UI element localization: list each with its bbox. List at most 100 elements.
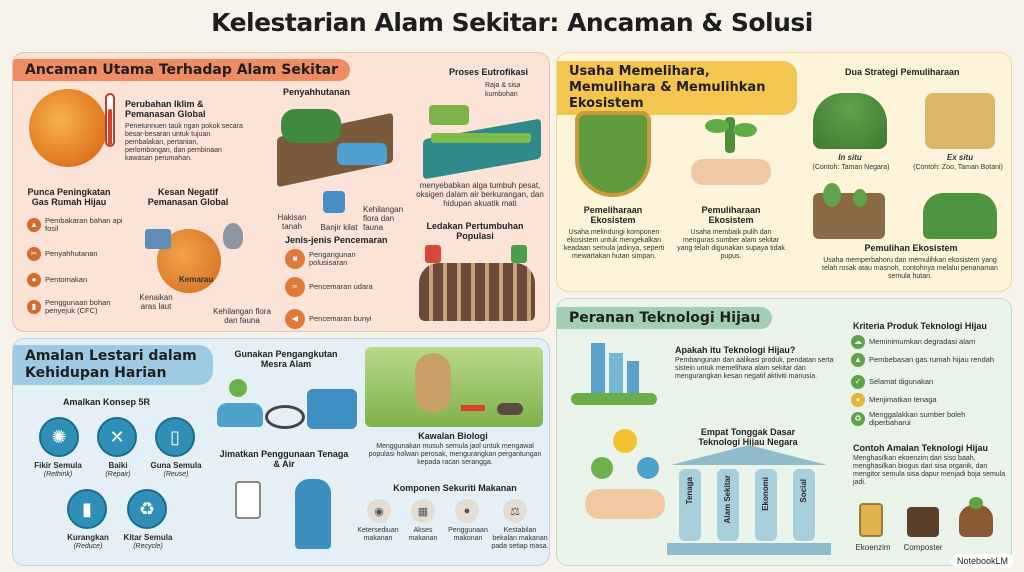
transport-title: Gunakan Pengangkutan Mesra Alam: [234, 349, 338, 369]
temple-roof: [671, 445, 827, 465]
what-title: Apakah itu Teknologi Hijau?: [675, 345, 796, 355]
brain-icon: ✺: [39, 417, 79, 457]
pollution-item: ■Pengangunan polusisaran: [285, 249, 395, 269]
melting-earth-icon: [29, 89, 107, 167]
restore-text: Usaha memperbahoru dan memulihkan ekosis…: [822, 257, 998, 280]
preserve-text: Usaha melindungi komponen ekosistem untu…: [563, 229, 665, 260]
factory-icon: ▲: [27, 218, 41, 232]
notebooklm-logo: NotebookLM: [950, 554, 1014, 568]
replant-icon: [813, 183, 885, 239]
conservation-banner: Usaha Memelihara, Memulihara & Memulihka…: [557, 61, 797, 115]
example-text: Menghasilkan ekoenzim dari siso baah, me…: [853, 455, 1006, 486]
shield-icon: [575, 111, 651, 197]
r-reduce: Kurangkan(Reduce): [67, 533, 109, 550]
preserve-title: Pemeliharaan Ekosistem: [583, 205, 643, 225]
basket-icon: ◉: [367, 499, 391, 523]
threats-panel: Ancaman Utama Terhadap Alam Sekitar Peru…: [12, 52, 550, 332]
cause-item: ▮Penggunaan bohan penyejuk (CFC): [27, 299, 131, 315]
person-watering-icon: [295, 479, 331, 549]
temple-base: [667, 543, 831, 555]
zoo-icon: [925, 93, 995, 149]
effects-title: Kesan Negatif Pemanasan Global: [147, 187, 229, 207]
food-item-2: Akses makanan: [408, 527, 438, 542]
criteria-item: ☁Meminimumkan degradasi alam: [851, 335, 1001, 349]
store-icon: ▦: [411, 499, 435, 523]
save-title: Jimatkan Penggunaan Tenaga & Air: [219, 449, 349, 469]
exsitu-example: (Contoh: Zoo, Taman Botani): [913, 164, 1003, 171]
fertilizer-sack-icon: [959, 497, 993, 537]
example-title: Contoh Amalan Teknologi Hijau: [853, 443, 988, 453]
recycle-icon: ♻: [127, 489, 167, 529]
green-tech-banner: Peranan Teknologi Hijau: [557, 307, 773, 329]
ecoenzyme-label: Ekoenzim: [855, 543, 891, 552]
deforest-label-3: Kehilangan flora dan fauna: [363, 205, 404, 232]
crowd-illustration: [415, 245, 539, 325]
pollution-title: Jenis-jenis Pencemaran: [285, 235, 388, 245]
conserve-title: Pemuliharaan Ekosistem: [701, 205, 761, 225]
climate-text: Penetunnuen tauk ngan pokok secara besar…: [125, 123, 243, 162]
hands-energy-icon: [585, 429, 665, 525]
cause-item: ▲Pembakaran bahan api fosil: [27, 217, 127, 233]
what-text: Pembangunan dan aalikasi produk, pendata…: [675, 357, 834, 380]
threats-banner: Ancaman Utama Terhadap Alam Sekitar: [13, 59, 350, 81]
lightbulb-icon: ●: [851, 393, 865, 407]
grown-forest-icon: [923, 193, 997, 239]
cow-icon: ●: [27, 273, 41, 287]
effect-drought: Kemarau: [179, 275, 214, 284]
restore-title: Pemulihan Ekosistem: [864, 243, 958, 253]
speaker-icon: ◀: [285, 309, 305, 329]
bus-icon: [307, 389, 357, 429]
forest-animals-icon: [813, 93, 887, 149]
r-reuse: Guna Semula(Reuse): [150, 461, 202, 478]
criteria-title: Kriteria Produk Teknologi Hijau: [853, 321, 987, 331]
deforest-title: Penyahhutanan: [283, 87, 351, 97]
pillar-energy: Tenaga: [679, 469, 701, 541]
light-switch-icon: [235, 481, 261, 519]
criteria-item: ▲Pembebasan gas rumah hijau rendah: [851, 353, 1001, 367]
pollution-item: ≈Pencemaran udara: [285, 277, 395, 297]
green-city-icon: [571, 343, 657, 407]
saw-icon: ✂: [27, 247, 41, 261]
deforestation-illustration: [277, 103, 393, 188]
plant-battery-icon: [229, 379, 247, 397]
person-eating-icon: ●: [455, 499, 479, 523]
effect-sea-level: Kenaikan aras laut: [139, 293, 173, 311]
factory-icon: ▲: [851, 353, 865, 367]
conserve-text: Usaha membaik pulih dan menguras sumber …: [677, 229, 785, 260]
daily-banner: Amalan Lestari dalam Kehidupan Harian: [13, 345, 213, 385]
population-title: Ledakan Pertumbuhan Populasi: [426, 221, 524, 241]
conservation-panel: Usaha Memelihara, Memulihara & Memulihka…: [556, 52, 1012, 292]
tools-icon: ✕: [97, 417, 137, 457]
strategy-title: Dua Strategi Pemuliharaan: [845, 67, 960, 77]
r-rethink: Fikir Semula(Rethink): [34, 461, 82, 478]
bicycle-icon: [265, 405, 305, 429]
eutro-title: Proses Eutrofikasi: [449, 67, 529, 77]
criteria-item: ●Menjimatkan tenaga: [851, 393, 1001, 407]
criteria-item: ♻Menggalakkan sumber boleh diperbaharui: [851, 411, 1001, 427]
scale-icon: ⚖: [503, 499, 527, 523]
bio-title: Kawalan Biologi: [418, 431, 488, 441]
insitu-example: (Contoh: Taman Negara): [812, 164, 890, 171]
page-title: Kelestarian Alam Sekitar: Ancaman & Solu…: [211, 8, 813, 37]
cause-item: ✂Penyahhutanan: [27, 247, 127, 261]
pollution-item: ◀Pencemaran bunyi: [285, 309, 395, 329]
leaf-recycle-icon: ♻: [851, 412, 865, 426]
insitu-label: In situ: [838, 153, 862, 162]
factory-flood-icon: [145, 229, 171, 249]
effect-biodiversity: Kehilangan flora dan fauna: [213, 307, 271, 325]
deforest-label-2: Banjir kilat: [320, 223, 358, 232]
concept-title: Amalkan Konsep 5R: [63, 397, 151, 407]
ecoenzyme-jar-icon: [859, 503, 883, 537]
flood-icon: [323, 191, 345, 213]
eutrophication-illustration: [423, 99, 543, 180]
owl-rat-illustration: [365, 347, 543, 427]
smoke-icon: ≈: [285, 277, 305, 297]
trash-icon: ▮: [67, 489, 107, 529]
eutro-text: menyebabkan alga tumbuh pesat, oksigen d…: [416, 181, 544, 208]
cause-item: ●Pentomakan: [27, 273, 127, 287]
hand-plant-icon: [691, 117, 771, 187]
deforest-label-1: Hakisan tanah: [277, 213, 307, 231]
cloud-icon: ☁: [851, 335, 865, 349]
thermometer-icon: [105, 93, 115, 147]
electric-car-icon: [217, 403, 263, 427]
